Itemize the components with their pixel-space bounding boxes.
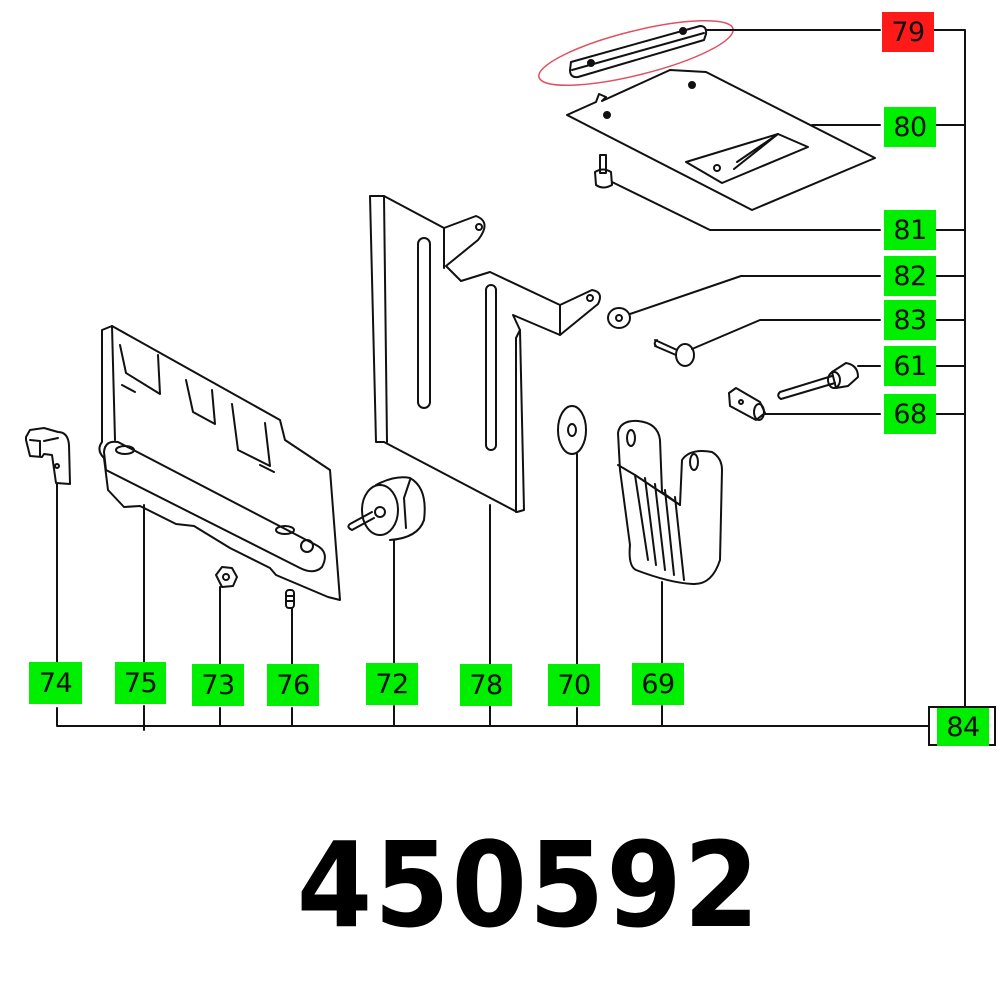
part-83-screw[interactable]: [653, 339, 695, 367]
label-80[interactable]: 80: [884, 107, 936, 147]
label-83[interactable]: 83: [884, 300, 936, 340]
part-68-pin[interactable]: [728, 387, 766, 421]
label-82[interactable]: 82: [884, 256, 936, 296]
label-68[interactable]: 68: [884, 394, 936, 434]
label-81[interactable]: 81: [884, 210, 936, 250]
part-72-knob[interactable]: [347, 476, 426, 541]
label-72[interactable]: 72: [366, 663, 418, 705]
part-80-plate[interactable]: [566, 69, 876, 211]
part-73-nut[interactable]: [215, 566, 238, 588]
part-76-screw[interactable]: [285, 589, 295, 609]
label-78[interactable]: 78: [460, 664, 512, 706]
part-74-clip[interactable]: [25, 427, 71, 485]
label-61[interactable]: 61: [884, 346, 936, 386]
label-70[interactable]: 70: [548, 664, 600, 706]
part-75-plate[interactable]: [98, 325, 341, 601]
right-bus-line: [933, 29, 966, 707]
label-75[interactable]: 75: [115, 662, 166, 704]
part-70-washer[interactable]: [557, 405, 587, 455]
label-69[interactable]: 69: [632, 663, 684, 705]
part-number-title: 450592: [296, 816, 762, 954]
part-78-bracket[interactable]: [369, 195, 601, 513]
part-61-screw[interactable]: [777, 362, 859, 400]
label-73[interactable]: 73: [192, 664, 244, 706]
part-79-bar[interactable]: [569, 25, 708, 79]
part-69-clamp[interactable]: [617, 419, 723, 586]
part-82-washer[interactable]: [607, 307, 631, 329]
label-79[interactable]: 79: [882, 12, 934, 52]
label-76[interactable]: 76: [267, 664, 319, 706]
highlight-ellipse: [538, 19, 734, 87]
label-74[interactable]: 74: [29, 662, 82, 704]
label-84[interactable]: 84: [937, 708, 989, 746]
bottom-bus-line: [56, 707, 929, 727]
part-81-screw[interactable]: [594, 154, 613, 189]
